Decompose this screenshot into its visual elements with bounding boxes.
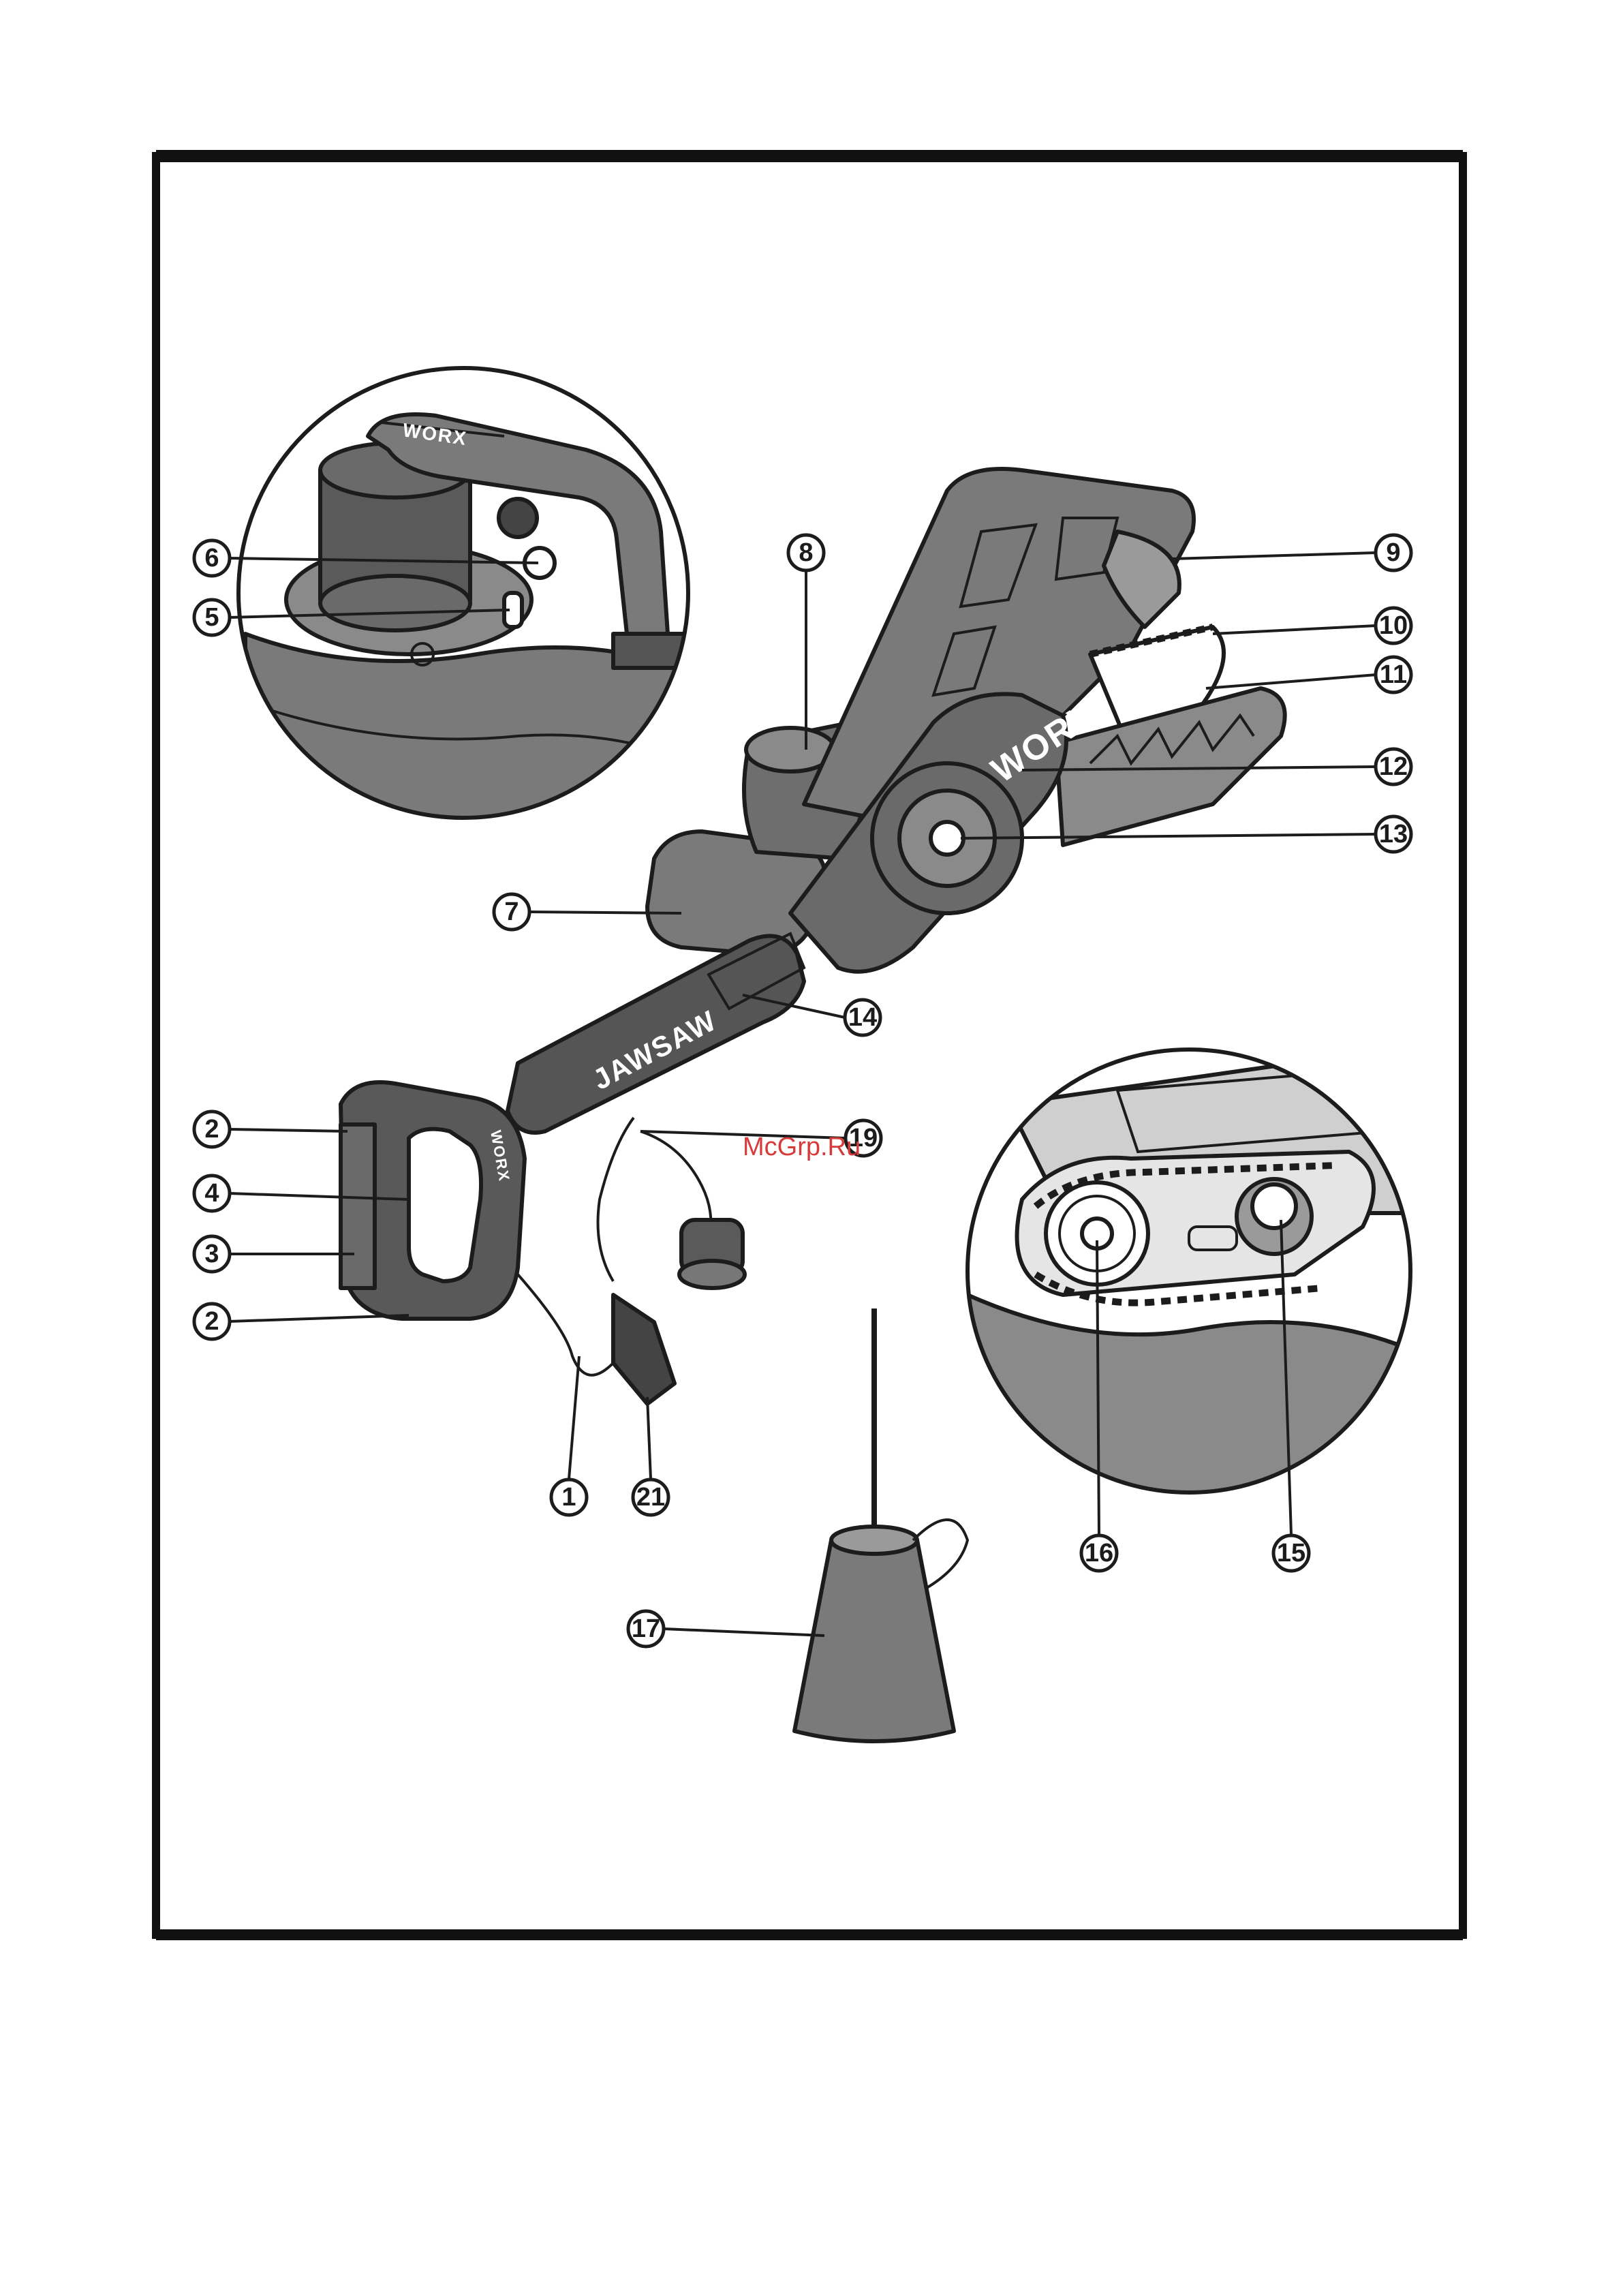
callout-12: 12	[1376, 749, 1411, 784]
oil-bottle	[794, 1308, 968, 1741]
callout-2-upper: 2	[194, 1112, 230, 1147]
callout-5: 5	[194, 600, 230, 635]
watermark: McGrp.Ru	[743, 1133, 861, 1161]
svg-text:10: 10	[1379, 611, 1408, 640]
callout-9: 9	[1376, 535, 1411, 570]
svg-text:13: 13	[1379, 820, 1408, 848]
svg-text:21: 21	[636, 1483, 665, 1512]
svg-text:8: 8	[799, 538, 813, 567]
inset-chain-detail	[961, 1043, 1424, 1506]
svg-text:3: 3	[204, 1240, 219, 1268]
svg-text:12: 12	[1379, 752, 1408, 781]
svg-text:2: 2	[204, 1115, 219, 1144]
callout-19: 17	[628, 1611, 664, 1647]
svg-text:9: 9	[1386, 538, 1400, 567]
callout-2-lower: 2	[194, 1304, 230, 1339]
svg-text:11: 11	[1380, 660, 1407, 689]
svg-text:16: 16	[1085, 1539, 1113, 1567]
callout-11: 11	[1376, 657, 1411, 692]
callout-3: 3	[194, 1236, 230, 1272]
svg-text:7: 7	[504, 898, 519, 926]
svg-text:6: 6	[204, 544, 219, 572]
callout-16: 16	[1081, 1535, 1117, 1571]
svg-text:4: 4	[204, 1179, 219, 1208]
svg-text:1: 1	[561, 1483, 576, 1512]
callout-10: 10	[1376, 608, 1411, 643]
callout-15: 15	[1273, 1535, 1309, 1571]
svg-text:2: 2	[204, 1307, 219, 1336]
svg-text:14: 14	[848, 1003, 877, 1032]
callout-6: 6	[194, 540, 230, 576]
callout-21: 21	[633, 1480, 668, 1515]
callout-1: 1	[551, 1480, 587, 1515]
callout-14: 14	[845, 1000, 880, 1035]
callout-4: 4	[194, 1176, 230, 1211]
callout-7: 7	[494, 894, 529, 930]
inset-motor-detail: WORX	[232, 368, 709, 845]
svg-text:15: 15	[1277, 1539, 1305, 1567]
svg-text:17: 17	[632, 1614, 660, 1643]
callout-13: 13	[1376, 816, 1411, 852]
callout-8: 8	[788, 535, 824, 570]
svg-text:5: 5	[204, 603, 219, 632]
